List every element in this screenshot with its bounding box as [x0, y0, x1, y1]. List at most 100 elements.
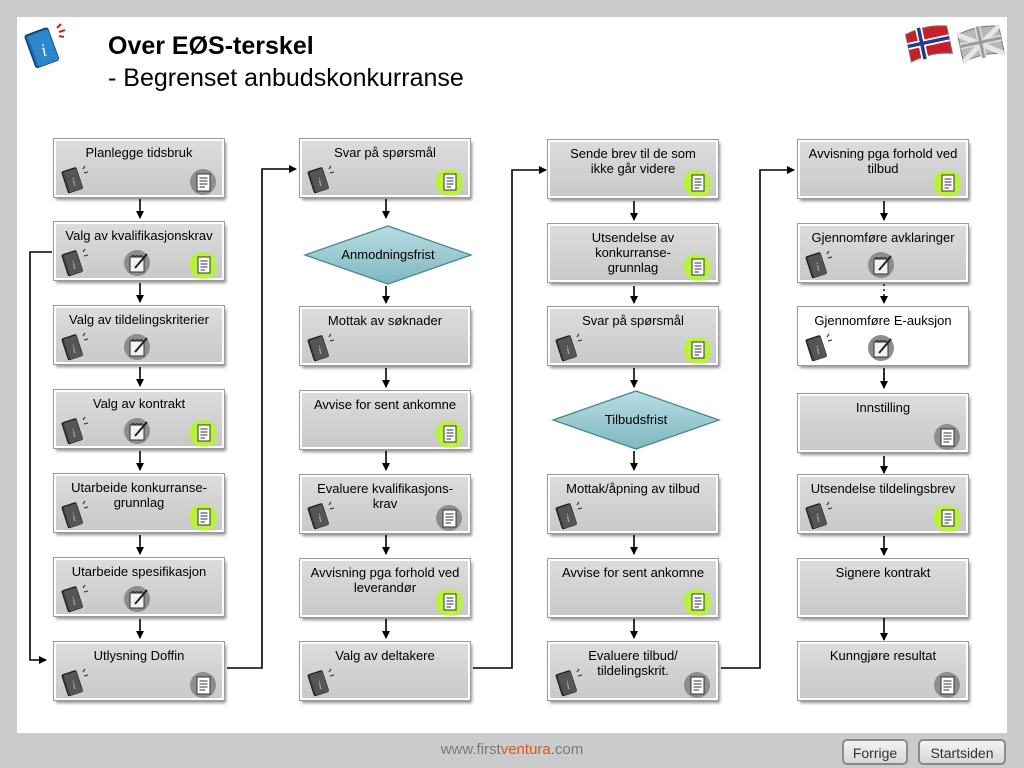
book-icon[interactable]: i [59, 332, 89, 362]
book-icon[interactable]: i [803, 250, 833, 280]
document-highlight-icon[interactable] [188, 418, 218, 448]
svg-text:i: i [564, 343, 572, 357]
step-label: Evaluere tilbud/ tildelingskrit. [588, 648, 678, 678]
document-highlight-icon[interactable] [434, 167, 464, 197]
step-label: Valg av kontrakt [92, 396, 186, 411]
step-label: Avvise for sent ankomne [313, 397, 457, 412]
page-subtitle: - Begrenset anbudskonkurranse [108, 64, 464, 92]
step-label: Svar på spørsmål [582, 313, 684, 328]
step-avvisning-pga-forhold-ved-tilbud[interactable]: Avvisning pga forhold ved tilbud [797, 139, 969, 199]
home-button[interactable]: Startsiden [918, 739, 1006, 765]
svg-text:i: i [814, 260, 822, 274]
book-icon[interactable]: i [803, 333, 833, 363]
book-info-icon: i [24, 23, 66, 69]
step-evaluere-tilbud-tildelingskrit[interactable]: Evaluere tilbud/ tildelingskrit.i [547, 641, 719, 701]
step-label: Evaluere kvalifikasjons- krav [317, 481, 453, 511]
footer-url: www.firstventura.com [440, 741, 584, 758]
document-highlight-icon[interactable] [682, 252, 712, 282]
back-button[interactable]: Forrige [842, 739, 908, 765]
book-icon[interactable]: i [59, 668, 89, 698]
step-utarbeide-spesifikasjon[interactable]: Utarbeide spesifikasjon i [53, 557, 225, 617]
book-icon[interactable]: i [59, 500, 89, 530]
step-label: Gjennomføre E-auksjon [814, 313, 952, 328]
step-label: Sende brev til de som ikke går videre [570, 146, 696, 176]
step-label: Innstilling [855, 400, 911, 415]
document-icon[interactable] [932, 670, 962, 700]
document-icon[interactable] [434, 503, 464, 533]
book-icon[interactable]: i [59, 416, 89, 446]
step-label: Utarbeide spesifikasjon [71, 564, 207, 579]
step-kunngjøre-resultat[interactable]: Kunngjøre resultat [797, 641, 969, 701]
step-avvise-for-sent-ankomne[interactable]: Avvise for sent ankomne [299, 390, 471, 450]
document-icon[interactable] [932, 422, 962, 452]
step-valg-av-tildelingskriterier[interactable]: Valg av tildelingskriterier i [53, 305, 225, 365]
book-icon[interactable]: i [305, 165, 335, 195]
step-label: Valg av kvalifikasjonskrav [65, 228, 213, 243]
notepad-icon[interactable] [122, 416, 152, 446]
notepad-icon[interactable] [122, 584, 152, 614]
document-highlight-icon[interactable] [188, 250, 218, 280]
step-utsendelse-av-konkurranse-grunnlag[interactable]: Utsendelse av konkurranse- grunnlag [547, 223, 719, 283]
notepad-icon[interactable] [122, 332, 152, 362]
notepad-icon[interactable] [122, 248, 152, 278]
book-icon[interactable]: i [59, 165, 89, 195]
step-sende-brev-til-de-som-ikke-går-videre[interactable]: Sende brev til de som ikke går videre [547, 139, 719, 199]
step-valg-av-kvalifikasjonskrav[interactable]: Valg av kvalifikasjonskrav i [53, 221, 225, 281]
book-icon[interactable]: i [553, 668, 583, 698]
english-flag-icon[interactable] [956, 22, 1006, 65]
document-highlight-icon[interactable] [932, 168, 962, 198]
svg-text:i: i [70, 510, 78, 524]
step-label: Utsendelse av konkurranse- grunnlag [591, 230, 675, 275]
notepad-icon[interactable] [866, 333, 896, 363]
step-svar-på-spørsmål[interactable]: Svar på spørsmål i [547, 306, 719, 366]
document-highlight-icon[interactable] [434, 419, 464, 449]
norwegian-flag-icon[interactable] [904, 22, 954, 63]
step-label: Utarbeide konkurranse- grunnlag [71, 480, 207, 510]
svg-text:i: i [564, 511, 572, 525]
step-mottak-av-søknader[interactable]: Mottak av søknader i [299, 306, 471, 366]
book-icon[interactable]: i [553, 333, 583, 363]
book-icon[interactable]: i [59, 248, 89, 278]
step-signere-kontrakt[interactable]: Signere kontrakt [797, 558, 969, 618]
document-highlight-icon[interactable] [434, 587, 464, 617]
step-valg-av-kontrakt[interactable]: Valg av kontrakt i [53, 389, 225, 449]
book-icon[interactable]: i [553, 501, 583, 531]
notepad-icon[interactable] [866, 250, 896, 280]
book-icon[interactable]: i [305, 668, 335, 698]
step-innstilling[interactable]: Innstilling [797, 393, 969, 453]
book-icon[interactable]: i [59, 584, 89, 614]
document-icon[interactable] [188, 670, 218, 700]
document-highlight-icon[interactable] [682, 335, 712, 365]
document-highlight-icon[interactable] [932, 503, 962, 533]
document-highlight-icon[interactable] [188, 502, 218, 532]
svg-text:i: i [316, 343, 324, 357]
document-icon[interactable] [188, 167, 218, 197]
language-flags[interactable] [904, 18, 1008, 70]
step-label: Valg av tildelingskriterier [69, 312, 209, 327]
svg-text:i: i [38, 40, 50, 61]
book-icon[interactable]: i [305, 333, 335, 363]
document-icon[interactable] [682, 670, 712, 700]
svg-text:i: i [70, 426, 78, 440]
step-label: Svar på spørsmål [334, 145, 436, 160]
document-highlight-icon[interactable] [682, 587, 712, 617]
step-avvise-for-sent-ankomne[interactable]: Avvise for sent ankomne [547, 558, 719, 618]
book-icon[interactable]: i [305, 501, 335, 531]
step-avvisning-pga-forhold-ved-leverandør[interactable]: Avvisning pga forhold ved leverandør [299, 558, 471, 618]
step-label: Mottak/åpning av tilbud [566, 481, 700, 496]
step-gjennomføre-e-auksjon[interactable]: Gjennomføre E-auksjon i [797, 306, 969, 366]
step-label: Mottak av søknader [327, 313, 443, 328]
step-svar-på-spørsmål[interactable]: Svar på spørsmål i [299, 138, 471, 198]
decision-tilbudsfrist: Tilbudsfrist [551, 390, 721, 450]
slide-background [17, 17, 1007, 733]
document-highlight-icon[interactable] [682, 168, 712, 198]
book-icon[interactable]: i [803, 501, 833, 531]
step-mottak-åpning-av-tilbud[interactable]: Mottak/åpning av tilbud i [547, 474, 719, 534]
